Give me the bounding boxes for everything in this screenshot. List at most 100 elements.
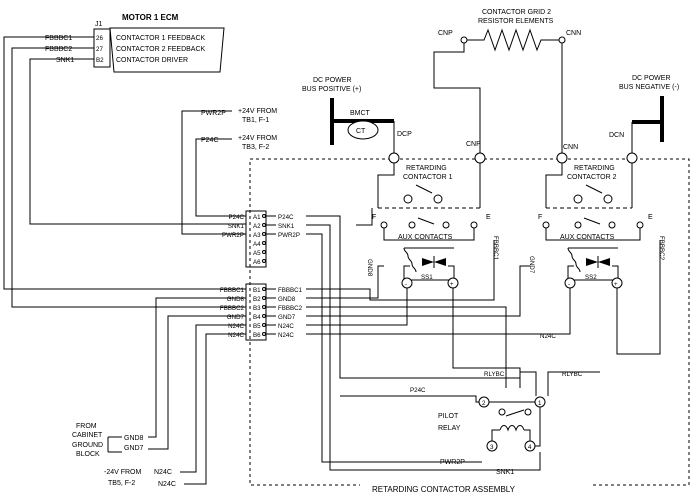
contact-icon [433,194,443,204]
e-terminal-label: E [486,214,491,221]
pwr2p-label: PWR2P [440,459,465,466]
rlybc-label: RLYBC [562,371,583,378]
terminal-right-label: GND7 [278,314,296,321]
dcp-label: DCP [397,131,412,138]
gnd-label: GND7 [528,256,535,274]
feedback-label: FBBBC2 [658,236,665,261]
terminal-block-a [245,210,267,268]
terminal-left-label: N24C [228,323,244,330]
motor-ecm: MOTOR 1 ECM J1 26 27 B2 CONTACTOR 1 FEED… [45,13,225,73]
terminal-screw-icon [262,259,266,263]
terminal-pin: B6 [253,332,261,339]
ecm-pin-label: CONTACTOR 2 FEEDBACK [116,46,206,53]
cnp-label: CNP [466,141,481,148]
supply-note: +24V FROM [238,135,277,142]
terminal-left-label: P24C [229,214,245,221]
rlybc-label: RLYBC [484,371,505,378]
svg-text:1: 1 [538,400,542,407]
terminal-pin: B3 [253,305,261,312]
cabinet-label: CABINET [72,432,103,439]
grid-left-label: CNP [438,30,453,37]
contactor-title: CONTACTOR 2 [567,174,617,181]
contactor-title: RETARDING [574,165,615,172]
svg-text:+: + [450,281,454,288]
terminal-pin: B5 [253,323,261,330]
ecm-box [109,27,225,73]
terminal-screw-icon [262,223,266,227]
terminal-left-label: FBBBC2 [220,305,245,312]
terminal-left-label: SNK1 [228,223,245,230]
terminal-screw-icon [262,287,266,291]
bmct-label: BMCT [350,110,371,117]
snk1-label: SNK1 [496,469,514,476]
terminal-left-label: FBBBC1 [220,287,245,294]
bus-pos-label: BUS POSITIVE (+) [302,86,361,93]
aux-contacts-label: AUX CONTACTS [398,234,453,241]
pilot-relay: PILOT RELAY 2 1 3 4 [438,396,546,452]
grid-right-label: CNN [566,30,581,37]
retarding-contactor-2: RETARDING CONTACTOR 2 F E AUX CONTACTS S… [528,152,665,289]
coil-icon [403,247,417,273]
svg-text:3: 3 [490,444,494,451]
terminal-left-label: PWR2P [222,232,244,239]
terminal-pin: A4 [253,241,261,248]
supply-note: +24V FROM [238,108,277,115]
terminal-right-label: GND8 [278,296,296,303]
retarding-contactor-1: RETARDING CONTACTOR 1 F E AUX CONTACTS S… [356,152,499,289]
gnd8-label: GND8 [124,435,144,442]
pilot-label: PILOT [438,413,459,420]
aux-contacts-label: AUX CONTACTS [560,234,615,241]
contactor-title: CONTACTOR 1 [403,174,453,181]
contact-icon [403,194,413,204]
svg-text:+: + [614,281,618,288]
ss-label: SS2 [585,274,597,281]
assembly-title: RETARDING CONTACTOR ASSEMBLY [372,485,516,494]
dcn-label: DCN [609,132,624,139]
n24c-label: N24C [158,481,176,488]
feedback-label: FBBBC1 [492,236,499,261]
terminal-right-label: N24C [278,332,294,339]
ecm-pin-label: CONTACTOR DRIVER [116,57,188,64]
supply-note: TB3, F-2 [242,144,269,151]
diode-icon [598,258,610,266]
terminal-pin: A1 [253,214,261,221]
coil-icon [567,247,581,273]
terminal-screw-icon [262,250,266,254]
negative-supply: -24V FROM TB5, F-2 N24C N24C [104,324,246,488]
terminal-icon [388,152,400,164]
f-terminal-label: F [538,214,542,221]
svg-text:2: 2 [482,400,486,407]
ecm-pin-label: CONTACTOR 1 FEEDBACK [116,35,206,42]
terminal-right-label: N24C [278,323,294,330]
bus-pos-label: DC POWER [313,77,352,84]
n24c-label: N24C [540,333,556,340]
diode-icon [422,258,434,266]
terminal-screw-icon [262,214,266,218]
terminal-pin: A2 [253,223,261,230]
svg-text:-: - [568,281,570,288]
ecm-pin-num: B2 [96,57,104,64]
terminal-pin: A3 [253,232,261,239]
pilot-label: RELAY [438,425,461,432]
cabinet-label: FROM [76,423,97,430]
terminal-screw-icon [262,296,266,300]
terminal-pin: A5 [253,250,261,257]
cnn-label: CNN [563,144,578,151]
terminal-right-label: PWR2P [278,232,300,239]
ct-label: CT [356,128,366,135]
ecm-pin-num: 26 [96,35,103,42]
supply-note: TB5, F-2 [108,480,135,487]
cabinet-ground: FROM CABINET GROUND BLOCK GND8 GND7 [72,297,246,458]
f-terminal-label: F [372,214,376,221]
terminal-block-b [245,283,267,341]
terminal-pin: B2 [253,296,261,303]
terminal-pin: B4 [253,314,261,321]
terminal-right-label: SNK1 [278,223,295,230]
n24c-label: N24C [154,469,172,476]
assembly-wires [312,215,661,471]
terminal-pin: A6 [253,259,261,266]
